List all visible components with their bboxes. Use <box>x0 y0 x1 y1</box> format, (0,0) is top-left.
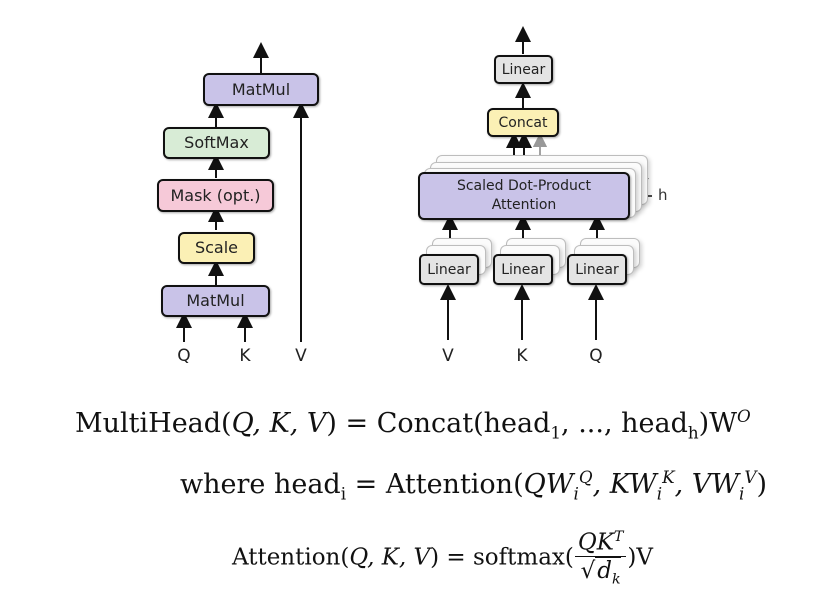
linear-k-box: Linear <box>493 254 553 285</box>
softmax-box: SoftMax <box>163 127 270 159</box>
scale-box: Scale <box>178 232 255 264</box>
linear-v-box: Linear <box>419 254 479 285</box>
matmul-bottom-box: MatMul <box>161 285 270 317</box>
linear-top-box: Linear <box>494 55 553 84</box>
attention-label-line2: Attention <box>491 197 557 213</box>
input-q-left: Q <box>177 346 191 366</box>
mask-box: Mask (opt.) <box>157 179 274 212</box>
h-label: h <box>658 186 668 204</box>
softmax-fraction: QKT√dk <box>574 524 627 593</box>
matmul-top-box: MatMul <box>203 73 319 106</box>
where-head-equation: where headi = Attention(QWiQ, KWiK, VWiV… <box>180 467 768 504</box>
concat-box: Concat <box>487 108 559 137</box>
attention-label-line1: Scaled Dot-Product <box>456 178 592 194</box>
input-v-left: V <box>295 346 307 366</box>
input-v-right: V <box>442 346 454 366</box>
multihead-equation: MultiHead(Q, K, V) = Concat(head1, ..., … <box>75 406 751 443</box>
input-q-right: Q <box>589 346 603 366</box>
scaled-dot-product-attention-box: Scaled Dot-Product Attention <box>418 172 630 220</box>
attention-equation: Attention(Q, K, V) = softmax(QKT√dk)V <box>232 524 653 593</box>
input-k-right: K <box>516 346 528 366</box>
input-k-left: K <box>239 346 251 366</box>
linear-q-box: Linear <box>567 254 627 285</box>
